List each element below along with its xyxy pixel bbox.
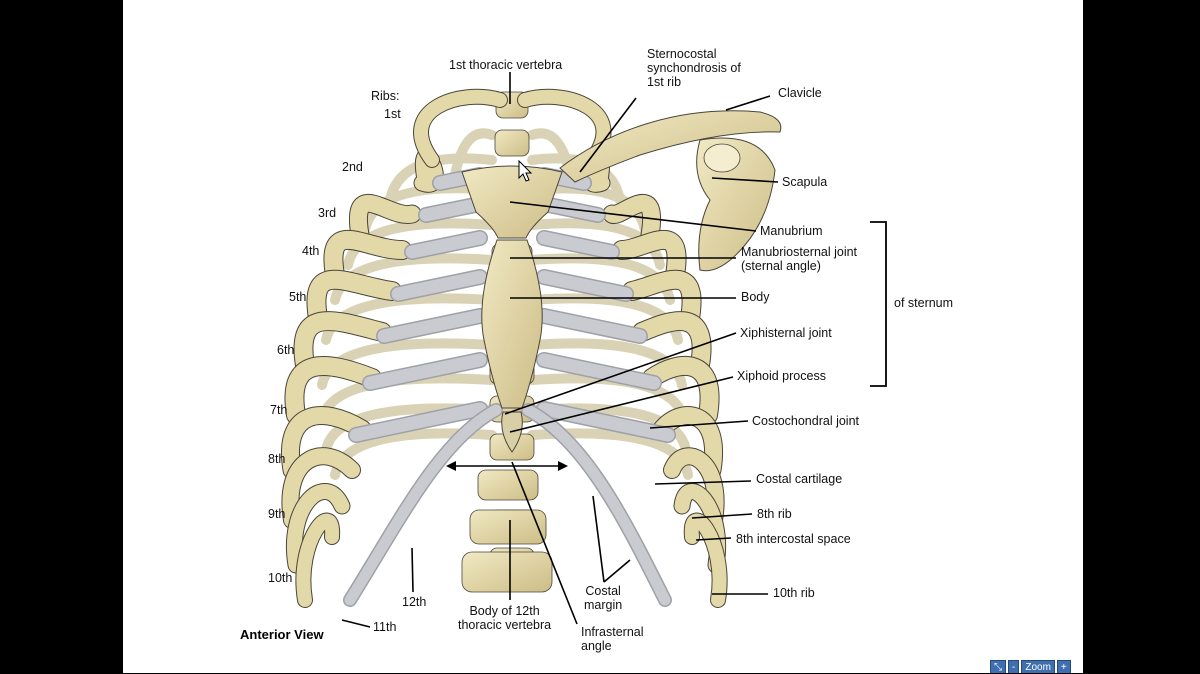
- costal-margin-left: [344, 404, 502, 606]
- rib-left-4: [307, 270, 401, 327]
- fit-screen-button[interactable]: ⤡: [990, 660, 1006, 673]
- label-8th-intercostal-space: 8th intercostal space: [736, 532, 851, 546]
- rib-number-1: 1st: [384, 107, 401, 121]
- rib-number-9: 9th: [268, 507, 286, 521]
- leader-line-8: [504, 332, 737, 415]
- rib-number-8: 8th: [268, 452, 286, 466]
- rib-right-10: [684, 513, 727, 607]
- cartilage-left-6: [363, 353, 487, 390]
- label-8th-rib: 8th rib: [757, 507, 792, 521]
- label-1st-thoracic-vertebra: 1st thoracic vertebra: [449, 58, 563, 72]
- leader-line-2: [579, 97, 637, 173]
- cartilage-left-7: [349, 402, 487, 442]
- label-xiphoid-process: Xiphoid process: [737, 369, 826, 383]
- rib-number-2: 2nd: [342, 160, 363, 174]
- rib-number-5: 5th: [289, 290, 307, 304]
- label-scapula: Scapula: [782, 175, 828, 189]
- label-sternocostal-synchondrosis: Sternocostal synchondrosis of 1st rib: [647, 47, 741, 89]
- posterior-rib-left-1: [450, 128, 497, 180]
- vertebra-l1-body: [461, 551, 553, 593]
- vertebra-11-body: [477, 469, 539, 501]
- label-12th-rib: 12th: [402, 595, 427, 609]
- mouse-pointer-icon: [518, 159, 533, 182]
- rib-left-7: [282, 407, 371, 479]
- posterior-rib-left-4: [343, 218, 497, 270]
- rib-left-5: [294, 312, 391, 374]
- label-clavicle: Clavicle: [778, 86, 822, 100]
- label-manubrium: Manubrium: [760, 224, 823, 238]
- posterior-rib-right-4: [527, 218, 665, 270]
- leader-line-15: [592, 495, 605, 583]
- label-manubriosternal-joint: Manubriosternal joint (sternal angle): [741, 245, 858, 273]
- costal-cartilages: [343, 167, 676, 607]
- rib-number-4: 4th: [302, 244, 320, 258]
- infrasternal-arrow-left-head: [446, 461, 456, 471]
- leader-line-12: [691, 513, 753, 519]
- mouse-pointer-arrow: [518, 159, 533, 182]
- zoom-toolbar: ⤡ - Zoom +: [990, 660, 1085, 673]
- label-costal-cartilage: Costal cartilage: [756, 472, 843, 486]
- rib-number-10: 10th: [268, 571, 293, 585]
- leader-line-19: [411, 547, 414, 593]
- costal-margin-right: [522, 404, 671, 606]
- clavicle: [559, 110, 782, 183]
- label-infrasternal-angle: Infrasternal angle: [581, 625, 644, 653]
- cartilage-right-5: [537, 309, 647, 343]
- leader-line-13: [695, 537, 732, 541]
- leader-line-9: [509, 376, 734, 433]
- zoom-in-button[interactable]: +: [1056, 660, 1071, 673]
- label-xiphisternal-joint: Xiphisternal joint: [740, 326, 832, 340]
- rib-left-10: [296, 513, 340, 607]
- posterior-rib-left-3: [360, 183, 497, 235]
- view-title: Anterior View: [240, 627, 324, 642]
- rib-right-7: [653, 407, 722, 479]
- zoom-label-button[interactable]: Zoom: [1021, 660, 1055, 673]
- leader-line-16: [603, 559, 631, 583]
- vertebra-2: [494, 129, 530, 157]
- sternum-bracket: [870, 221, 887, 387]
- leader-line-17: [511, 461, 578, 625]
- cartilage-right-7: [537, 402, 675, 442]
- rib-right-6: [643, 357, 719, 424]
- leader-line-3: [725, 95, 771, 111]
- label-costal-margin: Costal margin: [584, 584, 623, 612]
- label-10th-rib: 10th rib: [773, 586, 815, 600]
- leader-line-11: [654, 480, 752, 485]
- leader-line-4: [711, 177, 779, 183]
- label-11th-rib: 11th: [373, 620, 397, 634]
- cartilage-left-4: [391, 270, 487, 301]
- rib-left-3: [324, 230, 411, 284]
- rib-number-3: 3rd: [318, 206, 337, 220]
- leader-lines: [341, 72, 887, 628]
- rib-number-6: 6th: [277, 343, 295, 357]
- rib-left-6: [285, 356, 381, 424]
- cartilage-right-6: [537, 353, 661, 390]
- leader-line-20: [341, 619, 371, 628]
- rib-left-9: [287, 484, 350, 573]
- label-body-of-12th-thoracic-vertebra: Body of 12th thoracic vertebra: [458, 604, 552, 632]
- leader-line-10: [649, 420, 749, 429]
- rib-right-4: [623, 270, 701, 327]
- leader-line-5: [509, 201, 757, 232]
- label-costochondral-joint: Costochondral joint: [752, 414, 860, 428]
- cartilage-right-3: [537, 231, 619, 259]
- clavicle-and-scapula: [559, 110, 782, 272]
- first-rib-left: [414, 89, 507, 167]
- cartilage-left-5: [377, 309, 487, 343]
- rib-number-7: 7th: [270, 403, 288, 417]
- zoom-out-button[interactable]: -: [1008, 660, 1020, 673]
- ribs-header: Ribs:: [371, 89, 400, 103]
- cartilage-left-3: [405, 231, 487, 259]
- rib-left-2: [350, 195, 421, 244]
- glenoid-cavity: [703, 143, 741, 173]
- label-body-of-sternum: Body: [741, 290, 770, 304]
- infrasternal-arrow-right-head: [558, 461, 568, 471]
- rib-left-8: [282, 448, 360, 528]
- label-of-sternum: of sternum: [894, 296, 954, 310]
- cartilage-left-2: [419, 197, 487, 222]
- vertebra-12-body: [469, 509, 547, 545]
- cartilage-right-4: [537, 270, 633, 301]
- rib-right-5: [633, 312, 711, 374]
